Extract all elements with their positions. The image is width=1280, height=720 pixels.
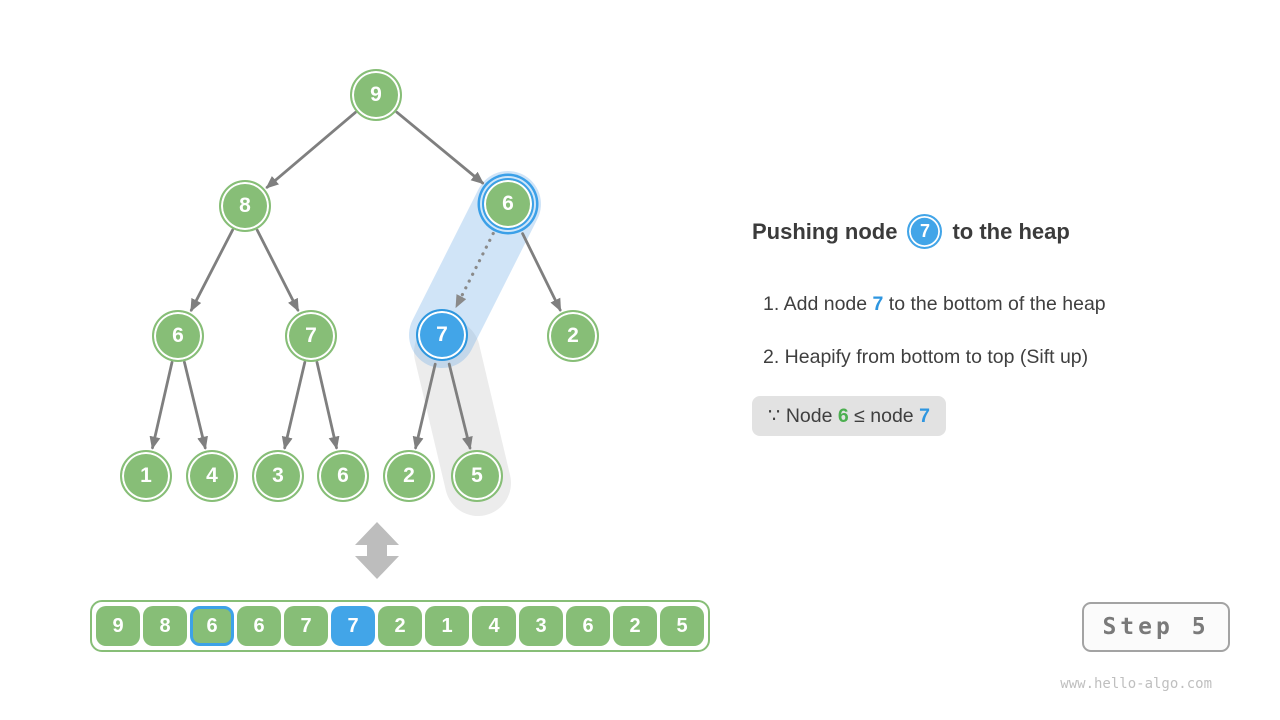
step1-node-value: 7 <box>872 293 884 315</box>
tree-edges <box>149 110 562 450</box>
tree-node: 6 <box>317 450 369 502</box>
pushed-node-badge: 7 <box>907 214 943 249</box>
array-cell: 8 <box>143 606 187 646</box>
array-cell: 6 <box>566 606 610 646</box>
note-because-text: ∵ Node <box>768 405 838 427</box>
watermark-url: www.hello-algo.com <box>1060 676 1212 692</box>
step2-text: 2. Heapify from bottom to top (Sift up) <box>763 346 1089 368</box>
heap-array: 9 8 6 6 7 7 2 1 4 3 6 2 5 <box>90 600 710 652</box>
array-cell: 4 <box>472 606 516 646</box>
comparison-note: ∵ Node 6 ≤ node 7 <box>752 396 946 436</box>
panel-title: Pushing node 7 to the heap <box>752 214 1070 249</box>
array-cell: 6 <box>237 606 281 646</box>
note-mid-text: ≤ node <box>848 404 920 427</box>
tree-node: 7 <box>285 310 337 362</box>
step1-text: 1. Add node <box>763 293 873 315</box>
note-blue-value: 7 <box>919 404 930 427</box>
tree-node: 2 <box>547 310 599 362</box>
tree-node: 1 <box>120 450 172 502</box>
tree-node: 8 <box>219 180 271 232</box>
tree-node: 5 <box>451 450 503 502</box>
tree-node: 2 <box>383 450 435 502</box>
tree-node-inserted: 7 <box>416 309 468 361</box>
tree-node: 4 <box>186 450 238 502</box>
tree-array-equivalence-arrow <box>355 522 399 579</box>
array-cell: 2 <box>613 606 657 646</box>
panel-title-suffix: to the heap <box>952 218 1070 244</box>
array-cell: 1 <box>425 606 469 646</box>
tree-node: 9 <box>350 69 402 121</box>
sift-up-dotted-arrow <box>455 231 495 309</box>
array-cell: 2 <box>378 606 422 646</box>
array-cell-compare-parent: 6 <box>190 606 234 646</box>
array-cell-inserted: 7 <box>331 606 375 646</box>
tree-node: 3 <box>252 450 304 502</box>
array-cell: 3 <box>519 606 563 646</box>
tree-node: 6 <box>152 310 204 362</box>
instruction-step-2: 2. Heapify from bottom to top (Sift up) <box>763 346 1088 369</box>
array-cell: 5 <box>660 606 704 646</box>
panel-title-prefix: Pushing node <box>752 218 898 244</box>
step-counter-badge: Step 5 <box>1082 602 1230 652</box>
array-cell: 7 <box>284 606 328 646</box>
tree-node-compare-parent: 6 <box>482 178 534 230</box>
instruction-step-1: 1. Add node 7 to the bottom of the heap <box>763 293 1106 316</box>
step1-text-end: to the bottom of the heap <box>883 293 1106 315</box>
note-green-value: 6 <box>837 404 849 427</box>
array-cell: 9 <box>96 606 140 646</box>
